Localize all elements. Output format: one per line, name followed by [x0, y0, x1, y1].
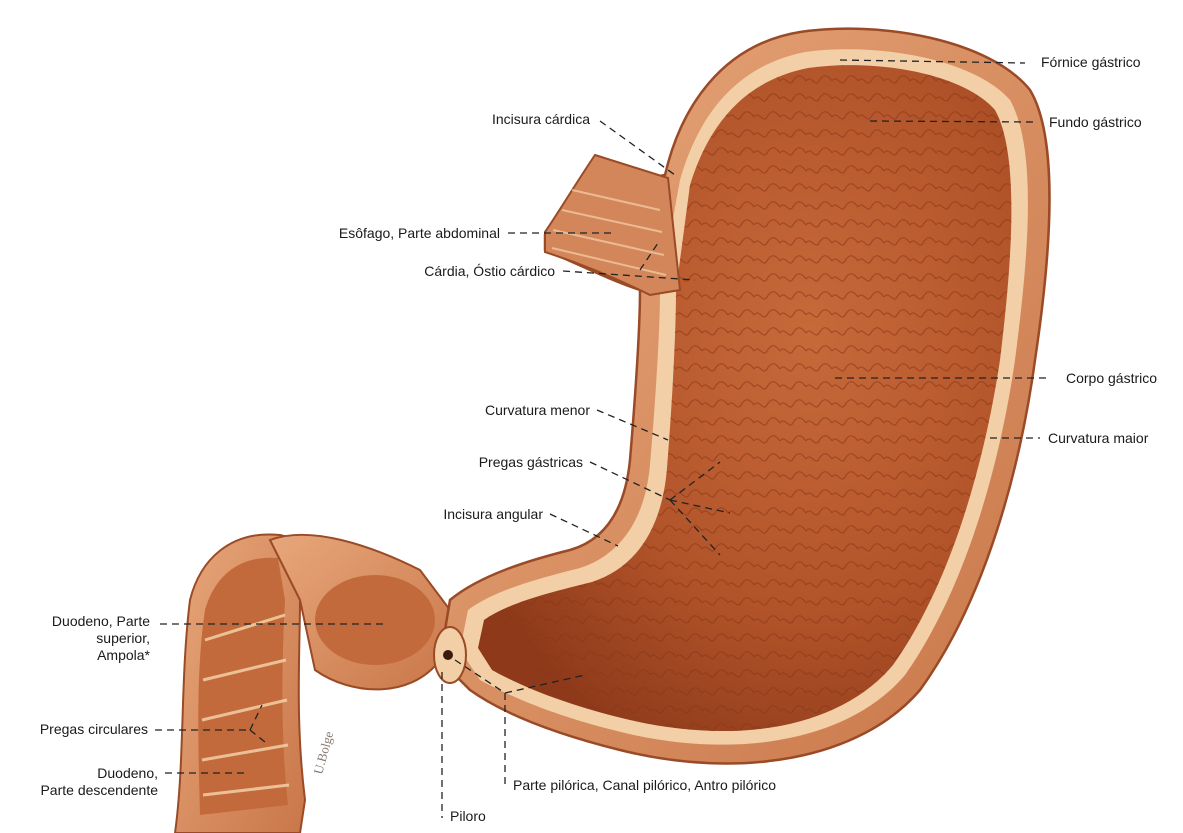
label-duodeno-superior-line1: Duodeno, Parte: [0, 613, 150, 630]
label-duodeno-descendente-line1: Duodeno,: [0, 765, 158, 782]
label-piloro: Piloro: [450, 808, 486, 825]
label-incisura-cardica: Incisura cárdica: [430, 111, 590, 128]
label-curvatura-menor: Curvatura menor: [420, 402, 590, 419]
label-curvatura-maior: Curvatura maior: [1048, 430, 1148, 447]
artist-signature: U.Bolge: [310, 729, 336, 775]
label-incisura-angular: Incisura angular: [380, 506, 543, 523]
label-pregas-gastricas: Pregas gástricas: [420, 454, 583, 471]
label-pregas-circulares: Pregas circulares: [0, 721, 148, 738]
label-cardia: Cárdia, Óstio cárdico: [330, 263, 555, 280]
label-parte-pilorica: Parte pilórica, Canal pilórico, Antro pi…: [513, 777, 776, 794]
label-duodeno-superior: Duodeno, Parte superior, Ampola*: [0, 613, 150, 664]
label-duodeno-descendente: Duodeno, Parte descendente: [0, 765, 158, 799]
bulb-lumen: [315, 575, 435, 665]
duodenum-lumen: [198, 558, 288, 815]
label-duodeno-superior-line2: superior,: [0, 630, 150, 647]
label-duodeno-descendente-line2: Parte descendente: [0, 782, 158, 799]
label-fornice-gastrico: Fórnice gástrico: [1041, 54, 1141, 71]
label-esofago: Esôfago, Parte abdominal: [240, 225, 500, 242]
pyloric-ostium: [443, 650, 453, 660]
label-fundo-gastrico: Fundo gástrico: [1049, 114, 1142, 131]
label-duodeno-superior-line3: Ampola*: [0, 647, 150, 664]
label-corpo-gastrico: Corpo gástrico: [1066, 370, 1157, 387]
